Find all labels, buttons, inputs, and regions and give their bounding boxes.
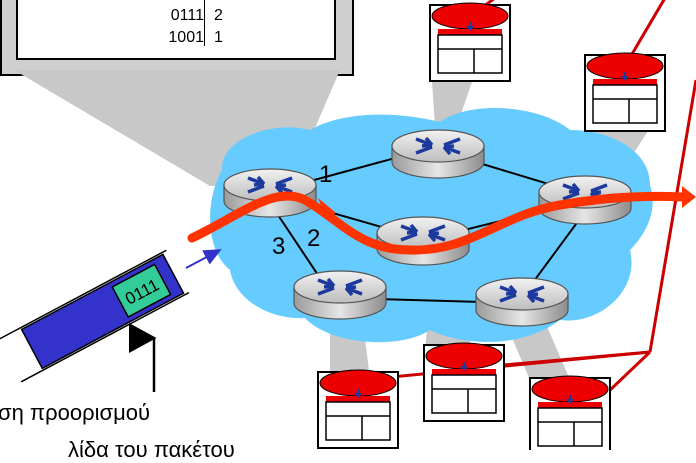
packet-flow-arrow (187, 191, 687, 255)
router-icon (390, 128, 486, 180)
forwarding-table-link: 2 (214, 7, 223, 24)
flow-arrowhead (682, 186, 696, 208)
forwarding-table-separator (204, 0, 205, 46)
link-label-2: 2 (307, 225, 320, 252)
control-table-box (423, 342, 505, 422)
forwarding-table: 0111 2 1001 1 (16, 0, 336, 60)
router-icon (292, 269, 388, 321)
forwarding-table-callout: 0111 2 1001 1 (0, 0, 354, 76)
link-label-3: 3 (272, 233, 285, 260)
forwarding-table-row: 1001 1 (18, 29, 334, 49)
control-table-box (529, 375, 611, 450)
caption-line-1: ση προορισμού (0, 400, 151, 425)
caption-line-2: λίδα του πακέτου (68, 437, 235, 462)
packet: 0111 (0, 249, 190, 383)
packet-body (20, 253, 185, 370)
flow-arrowhead-inner (318, 198, 336, 218)
forwarding-table-address: 1001 (168, 29, 204, 46)
router-icon (474, 276, 570, 328)
ingress-arrow (185, 249, 222, 269)
packet-header (111, 263, 172, 318)
control-table-box (429, 2, 511, 82)
forwarding-table-address: 0111 (170, 7, 204, 24)
forwarding-table-row: 0111 2 (18, 7, 334, 27)
link-label-1: 1 (319, 161, 332, 188)
control-table-box (584, 52, 666, 132)
forwarding-table-link: 1 (214, 29, 223, 46)
control-table-box (317, 369, 399, 449)
network-diagram: 1 2 3 0111 (0, 0, 696, 450)
